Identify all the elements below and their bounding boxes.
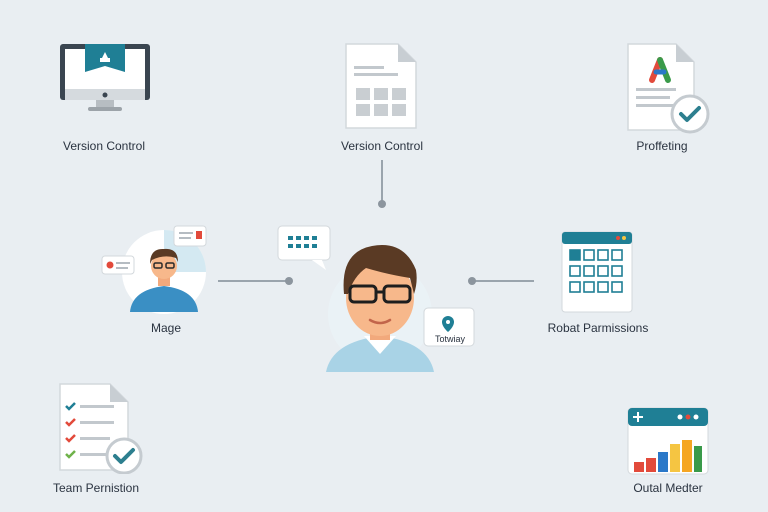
team-pernistion-node[interactable] [58,382,148,474]
user-avatar-icon [101,225,207,314]
calendar-grid-icon [561,231,633,313]
checklist-icon [59,383,143,474]
connector-top-dot [378,200,386,208]
proffeting-label: Proffeting [636,139,688,153]
document-check-icon [627,43,710,134]
robat-parmissions-node[interactable] [560,230,634,314]
central-user-avatar-icon [277,225,475,372]
bar-chart-icon [627,407,709,475]
mage-label: Mage [150,321,182,335]
center-tag-label: Totwiay [434,334,465,344]
version-control-node-center[interactable] [344,42,418,130]
robat-parmissions-label: Robat Parmissions [547,321,649,335]
connector-left-dot [285,277,293,285]
connector-left [218,280,290,282]
version-control-node-left[interactable] [58,42,152,112]
outal-medter-label: Outal Medter [633,481,703,495]
connector-right-dot [468,277,476,285]
connector-top [381,160,383,204]
monitor-icon [60,44,150,111]
central-user-node[interactable]: Totwiay [276,222,476,382]
version-control-label-left: Version Control [62,139,146,153]
connector-right [472,280,534,282]
version-control-label-center: Version Control [340,139,424,153]
team-pernistion-label: Team Pernistion [52,481,140,495]
document-grid-icon [345,43,417,129]
mage-node[interactable] [100,224,210,316]
proffeting-node[interactable] [626,42,714,134]
outal-medter-node[interactable] [626,406,710,476]
